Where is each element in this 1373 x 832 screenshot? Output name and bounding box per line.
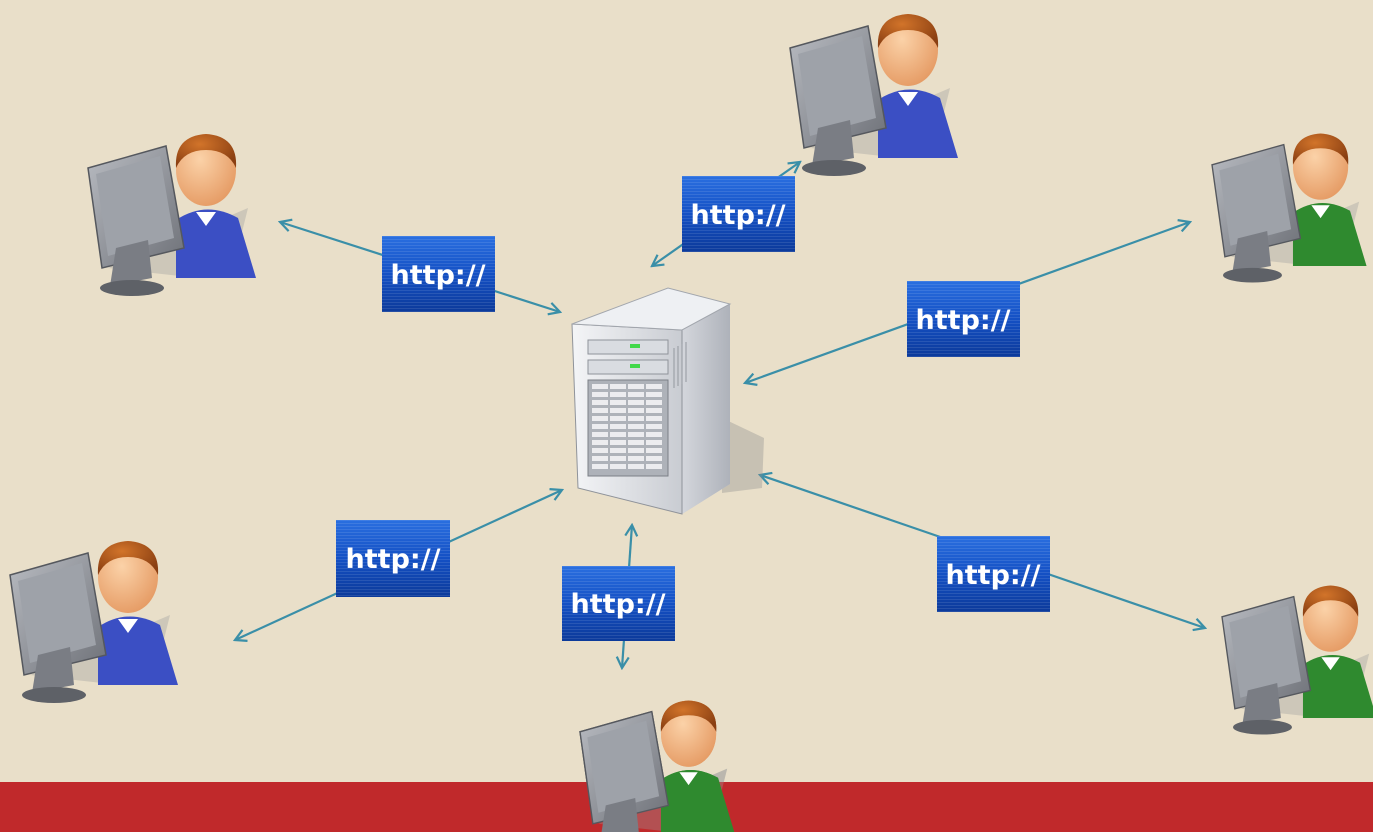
http-badge-3: http://: [907, 281, 1020, 357]
http-badge-label: http://: [946, 560, 1041, 591]
http-badge-label: http://: [571, 589, 666, 620]
http-badge-label: http://: [916, 305, 1011, 336]
server-tower-icon: [571, 287, 764, 515]
client-6-user-computer-icon: [1221, 584, 1373, 736]
client-2-user-computer-icon: [789, 13, 959, 177]
http-badge-6: http://: [937, 536, 1050, 612]
client-1-user-computer-icon: [87, 133, 257, 297]
client-3-user-computer-icon: [1211, 132, 1368, 284]
http-badge-label: http://: [391, 260, 486, 291]
http-badge-2: http://: [682, 176, 795, 252]
http-badge-5: http://: [562, 566, 675, 641]
client-4-user-computer-icon: [9, 540, 179, 704]
http-badge-1: http://: [382, 236, 495, 312]
http-badge-label: http://: [691, 200, 786, 231]
footer-bar: [0, 782, 1373, 832]
http-badge-4: http://: [336, 520, 450, 597]
http-badge-label: http://: [346, 544, 441, 575]
